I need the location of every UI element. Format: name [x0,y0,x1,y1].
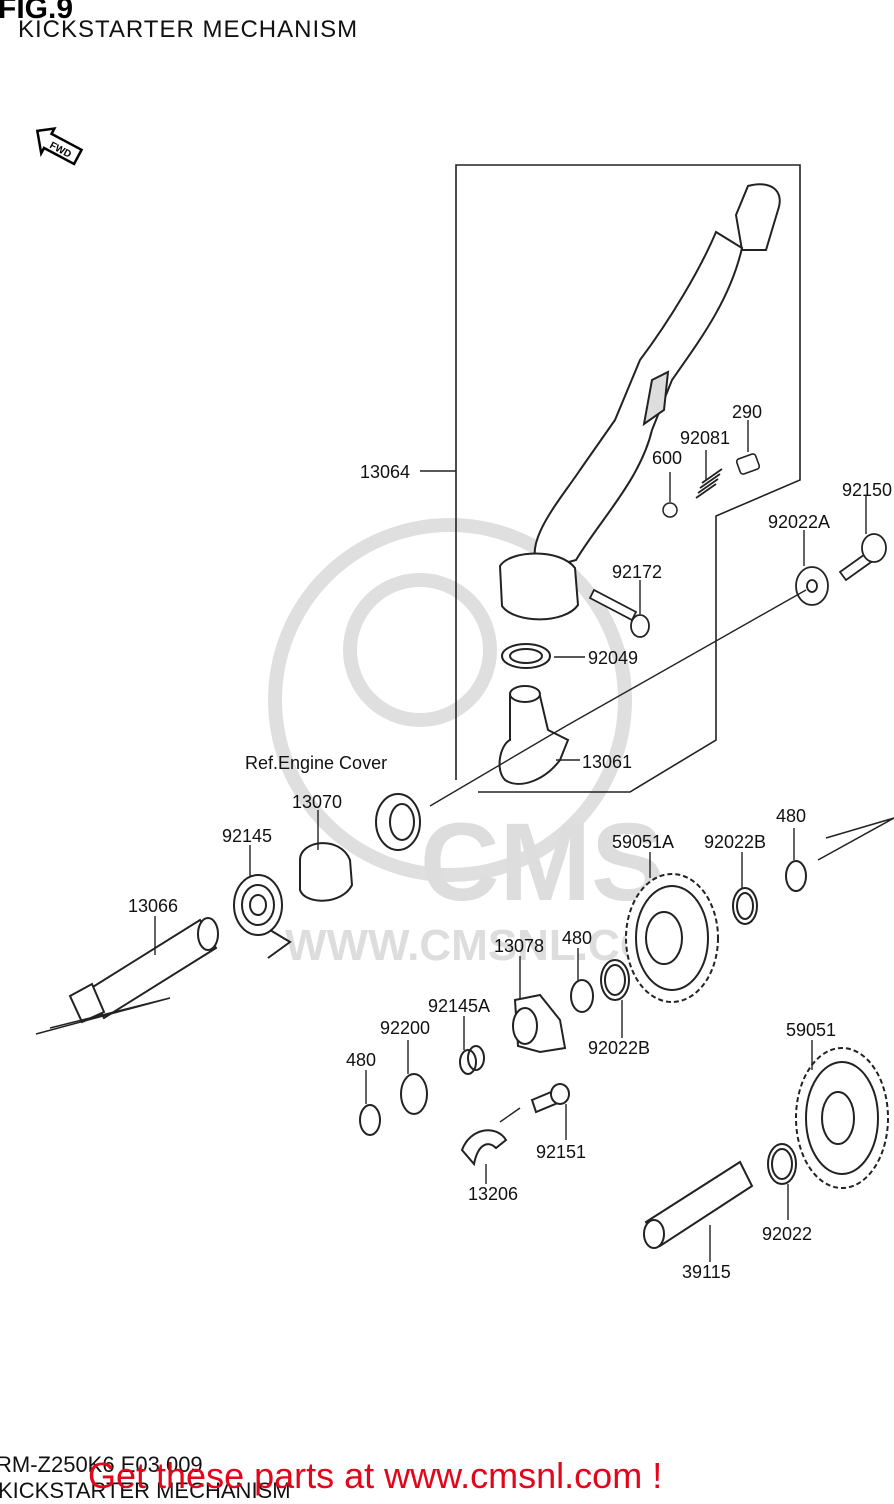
label-13061: 13061 [582,752,632,772]
axis-right [817,817,894,861]
label-92145: 92145 [222,826,272,846]
label-600: 600 [652,448,682,468]
label-290: 290 [732,402,762,422]
bolt-92172 [588,588,650,638]
ball-600 [662,502,678,518]
label-92022: 92022 [762,1224,812,1244]
bolt-92150 [838,533,887,582]
circlip-480-top [785,860,807,892]
part-labels: 13064 600 92081 290 92150 92022A 92172 9… [128,402,892,1282]
label-92150: 92150 [842,480,892,500]
guide-13070 [299,842,354,902]
label-13064: 13064 [360,462,410,482]
washer-92022 [767,1143,797,1185]
label-92022B-low: 92022B [588,1038,650,1058]
washer-92200 [400,1073,428,1115]
kick-shaft-13066 [68,917,219,1024]
washer-92022B-low [600,959,630,1001]
label-92172: 92172 [612,562,662,582]
circlip-480-mid [570,979,594,1013]
oil-seal-92049 [501,643,551,669]
label-92022A: 92022A [768,512,830,532]
diagram-footer-title: KICKSTARTER MECHANISM [0,1478,291,1503]
gear-59051 [795,1047,889,1189]
label-39115: 39115 [682,1262,731,1282]
shaft-13061 [498,685,570,785]
label-92200: 92200 [380,1018,430,1038]
label-13070: 13070 [292,792,342,812]
watermark [268,518,632,882]
axis-left [35,997,171,1035]
label-480-mid: 480 [562,928,592,948]
label-92022B-top: 92022B [704,832,766,852]
label-92151: 92151 [536,1142,586,1162]
leader-lines [154,420,867,1262]
label-13066: 13066 [128,896,178,916]
ratchet-13078 [512,993,567,1054]
gear-59051A [625,873,719,1003]
label-92049: 92049 [588,648,638,668]
engine-cover-seal [375,793,421,851]
label-480-top: 480 [776,806,806,826]
watermark-text: CMS WWW.CMSNL.COM [285,801,691,970]
label-59051: 59051 [786,1020,836,1040]
spring-92081 [695,468,723,499]
guide-13206 [460,1129,508,1167]
bolt-92151 [530,1083,570,1114]
kick-lever [498,183,781,621]
screw-290 [735,453,761,475]
label-59051A: 59051A [612,832,674,852]
spring-92145 [233,874,292,959]
label-ref-engine-cover: Ref.Engine Cover [245,753,387,773]
watermark-logo: CMS [420,801,664,924]
label-13078: 13078 [494,936,544,956]
diagram-code: RM-Z250K6 E03 009 [0,1452,203,1477]
label-92081: 92081 [680,428,730,448]
figure-title: FIG.9 [0,0,74,25]
circlip-480-low [359,1104,381,1136]
label-480-low: 480 [346,1050,376,1070]
washer-92022B-top [732,887,758,925]
spring-92145A [459,1045,485,1075]
watermark-url: WWW.CMSNL.COM [285,921,691,970]
promo-link[interactable]: Get these parts at www.cmsnl.com ! [88,1455,663,1496]
assembly-bracket [455,164,801,793]
figure-subtitle: KICKSTARTER MECHANISM [18,16,359,43]
label-92145A: 92145A [428,996,490,1016]
washer-92022A [795,566,829,606]
fwd-arrow-icon: FWD [35,127,84,166]
shaft-39115 [643,1160,754,1249]
label-13206: 13206 [468,1184,518,1204]
